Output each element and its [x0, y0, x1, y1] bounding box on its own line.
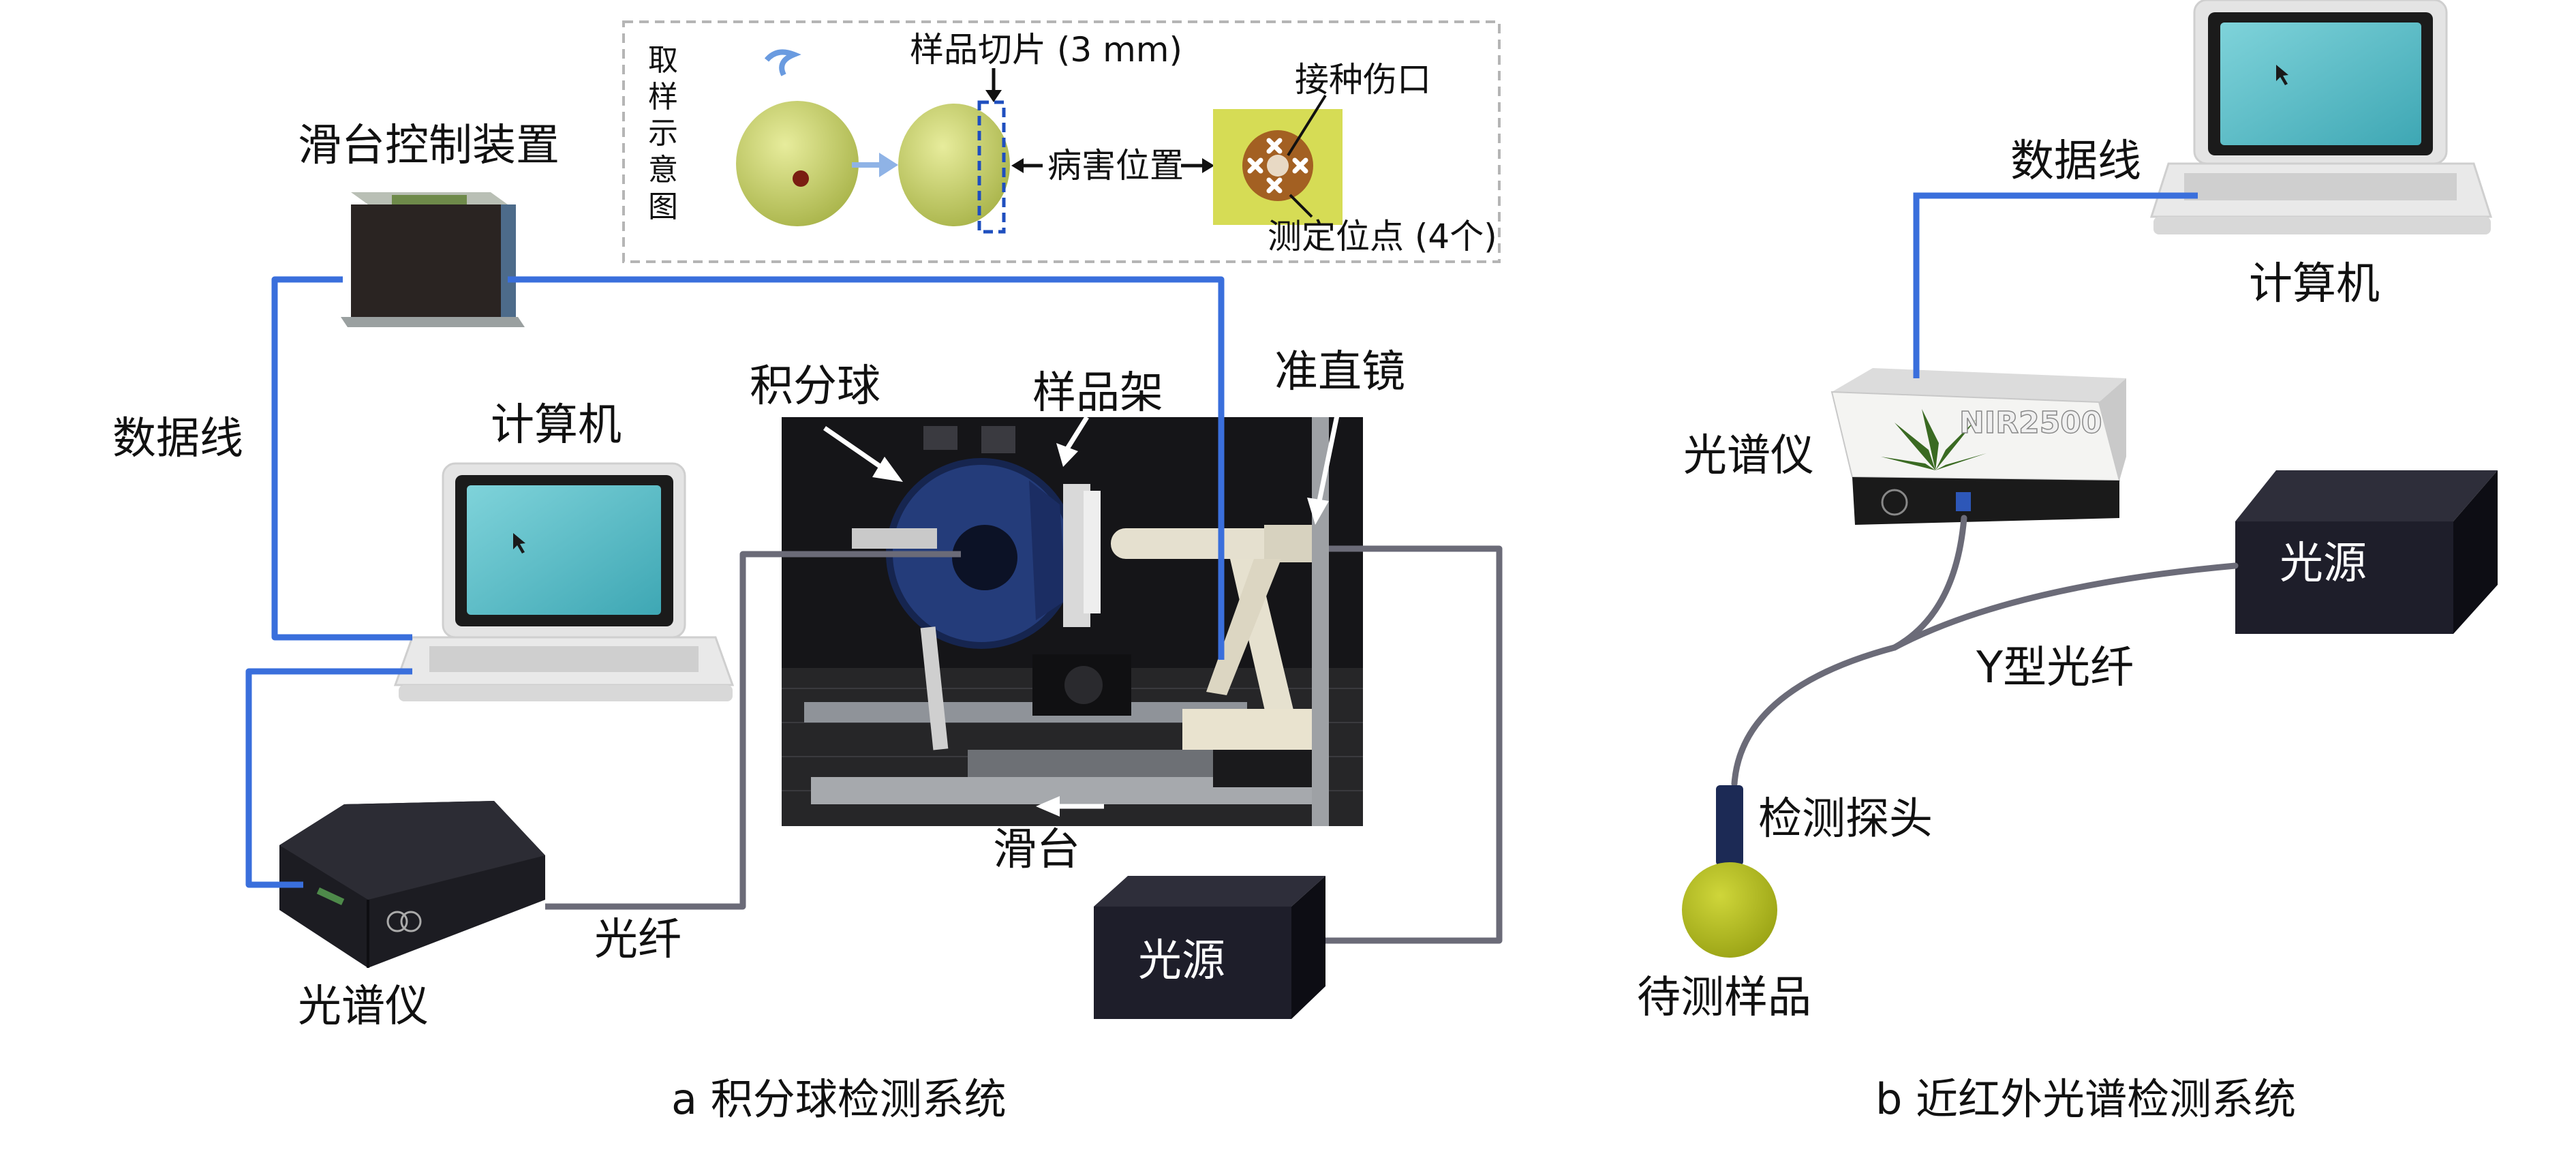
apple-lesion [793, 170, 809, 187]
computer-label-b: 计算机 [2249, 259, 2380, 309]
light-source-a [1094, 876, 1325, 1019]
spectrometer-label-a: 光谱仪 [298, 982, 429, 1032]
inoculation-wound [1267, 155, 1289, 177]
collimator-label: 准直镜 [1274, 347, 1405, 397]
slide-controller-label: 滑台控制装置 [298, 121, 559, 171]
y-fiber-label: Y型光纤 [1976, 643, 2134, 693]
sample-ball [1682, 862, 1777, 958]
fiber-cables-a [545, 545, 1503, 944]
probe-label: 检测探头 [1758, 794, 1933, 845]
spectrometer-a [279, 801, 545, 968]
sampling-inset-title: 取样示意图 [648, 43, 678, 224]
transform-arrow-icon [852, 153, 898, 177]
light-source-b [2235, 470, 2498, 634]
spectrometer-label-b: 光谱仪 [1683, 431, 1814, 481]
y-fiber [1731, 515, 2239, 787]
slice-label: 样品切片 (3 mm) [910, 30, 1183, 70]
light-source-label-a: 光源 [1138, 936, 1225, 986]
data-cable-b [1913, 192, 2198, 378]
slice-marker [977, 100, 1006, 234]
sample-holder-label: 样品架 [1032, 368, 1163, 419]
rotation-arrow-icon [764, 49, 801, 76]
integrating-sphere-label: 积分球 [750, 361, 880, 412]
fiber-label-a: 光纤 [594, 915, 681, 965]
nir-brand-text: NIR2500 [1959, 406, 2102, 440]
caption-b: b 近红外光谱检测系统 [1875, 1074, 2297, 1124]
integrating-sphere-photo [782, 417, 1363, 826]
sampling-inset-frame [622, 20, 1501, 263]
inoculation-wound-label: 接种伤口 [1295, 60, 1431, 100]
photo-pointer-arrows [823, 405, 1342, 817]
detection-probe [1716, 785, 1743, 866]
half-apple [898, 104, 1010, 226]
nir-spectrometer: NIR2500 [1830, 368, 2126, 525]
cannabis-leaf-icon [1881, 409, 1987, 470]
computer-label-a: 计算机 [491, 400, 622, 451]
whole-apple [736, 101, 859, 226]
sample-label: 待测样品 [1637, 973, 1811, 1023]
measure-points-label: 测定位点 (4个) [1268, 217, 1497, 256]
data-line-label-b: 数据线 [2010, 136, 2141, 187]
slide-controller-device [341, 192, 525, 327]
slide-label: 滑台 [993, 825, 1080, 875]
lesion-position-label: 病害位置 [1047, 146, 1184, 185]
laptop-a [393, 462, 735, 701]
data-line-label-a: 数据线 [112, 414, 243, 464]
caption-a: a 积分球检测系统 [671, 1074, 1007, 1124]
laptop-b [2149, 0, 2493, 234]
measure-point-markers [1247, 138, 1308, 194]
light-source-label-b: 光源 [2280, 538, 2367, 589]
data-cables-a [245, 276, 1225, 888]
